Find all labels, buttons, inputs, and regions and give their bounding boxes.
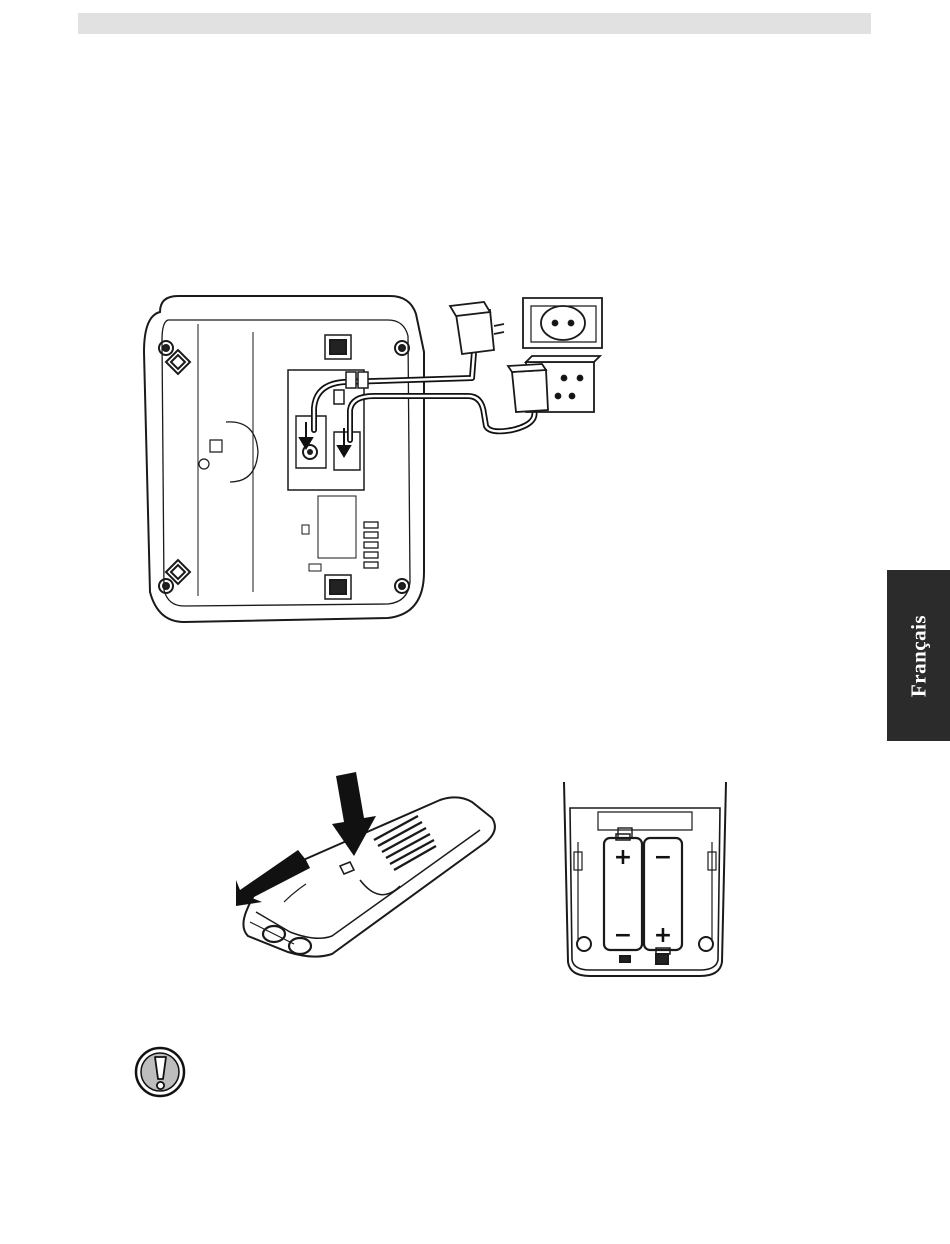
battery-left-bottom-polarity: − [614, 923, 632, 948]
warning-exclamation-icon [134, 1046, 186, 1098]
language-tab: Français [887, 570, 950, 741]
header-bar [78, 13, 871, 34]
language-tab-label: Français [906, 614, 931, 696]
battery-compartment-diagram: + − − + [560, 782, 730, 978]
battery-right-top-polarity: − [654, 845, 672, 870]
handset-cover-diagram [236, 772, 498, 960]
battery-left-top-polarity: + [614, 845, 632, 870]
battery-right-bottom-polarity: + [654, 923, 672, 948]
base-station-diagram [138, 292, 608, 632]
